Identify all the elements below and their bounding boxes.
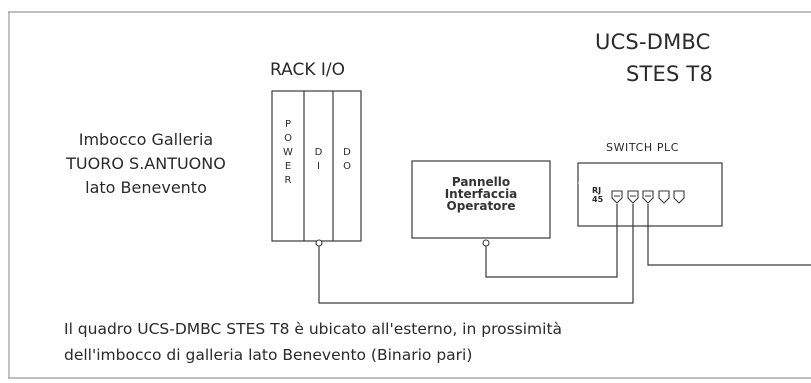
power-letter: R bbox=[284, 175, 292, 186]
rj45-port-3 bbox=[642, 190, 654, 204]
cable-rack-to-switch bbox=[318, 204, 634, 304]
rj45-port-4 bbox=[658, 190, 670, 204]
location-line-2: TUORO S.ANTUONO bbox=[66, 154, 226, 173]
rj45-ports bbox=[611, 190, 685, 204]
operator-panel-box bbox=[411, 160, 551, 239]
rack-do-column: D O bbox=[333, 146, 361, 174]
power-letter: O bbox=[284, 133, 292, 144]
rj-line-1: RJ bbox=[592, 186, 602, 195]
power-letter: P bbox=[284, 119, 292, 130]
panel-line-1: Pannello bbox=[451, 175, 511, 189]
location-note: Il quadro UCS-DMBC STES T8 è ubicato all… bbox=[64, 316, 562, 368]
power-letter: E bbox=[284, 161, 292, 172]
power-letter: W bbox=[283, 147, 293, 158]
title-line-2: STES T8 bbox=[626, 62, 714, 86]
do-letter: O bbox=[343, 161, 351, 172]
connection-nodes bbox=[315, 239, 490, 247]
note-line-1: Il quadro UCS-DMBC STES T8 è ubicato all… bbox=[64, 320, 563, 338]
rj45-port-5 bbox=[673, 190, 685, 204]
cable-panel-to-switch bbox=[485, 204, 618, 278]
di-letter: D bbox=[314, 147, 323, 158]
rj45-label: RJ 45 bbox=[592, 186, 603, 204]
di-letter: I bbox=[317, 161, 320, 172]
switch-box bbox=[577, 162, 723, 227]
location-line-3: lato Benevento bbox=[85, 178, 207, 197]
rj45-port-1 bbox=[611, 190, 623, 204]
panel-connector bbox=[482, 239, 490, 247]
rj45-port-2 bbox=[627, 190, 639, 204]
switch-title: SWITCH PLC bbox=[606, 141, 680, 154]
rack-di-column: D I bbox=[304, 146, 333, 174]
rack-title: RACK I/O bbox=[270, 60, 345, 80]
rj-line-2: 45 bbox=[592, 195, 604, 204]
outer-frame bbox=[8, 11, 811, 379]
note-line-2: dell'imbocco di galleria lato Benevento … bbox=[64, 346, 473, 364]
rack-connector bbox=[315, 239, 323, 247]
panel-line-2: Interfaccia bbox=[444, 187, 518, 201]
location-line-1: Imbocco Galleria bbox=[78, 130, 214, 149]
location-label: Imbocco Galleria TUORO S.ANTUONO lato Be… bbox=[20, 128, 272, 200]
do-letter: D bbox=[343, 147, 351, 158]
operator-panel-label: Pannello Interfaccia Operatore bbox=[412, 176, 550, 212]
cables bbox=[318, 204, 811, 304]
title-line-1: UCS-DMBC bbox=[595, 30, 711, 54]
cable-switch-to-external bbox=[647, 204, 811, 266]
rack-power-column: P O W E R bbox=[272, 118, 304, 188]
panel-line-3: Operatore bbox=[446, 199, 516, 213]
